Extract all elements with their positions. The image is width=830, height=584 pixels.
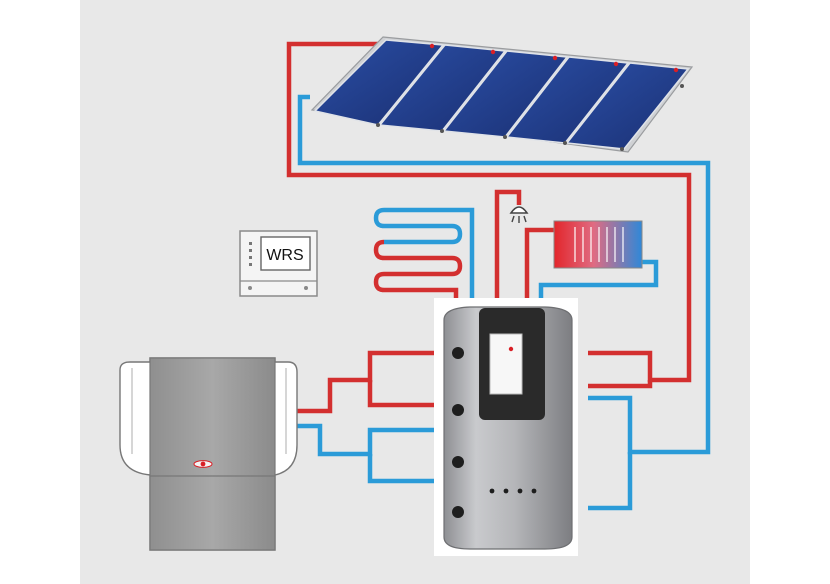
radiator-return-pipe <box>538 259 659 305</box>
radiator-fins <box>574 227 624 262</box>
radiator-flow-pipe <box>524 227 555 305</box>
radiator-icon <box>553 220 643 269</box>
radiator-body <box>553 220 643 269</box>
tank-brand-logo <box>508 346 514 352</box>
shower-icon <box>509 206 529 223</box>
storage-tank-icon <box>434 298 578 556</box>
tank-right-cold-link <box>588 452 633 511</box>
controller-indicator-lights <box>249 242 252 266</box>
solar-frame-feet <box>376 84 684 151</box>
controller-display <box>260 236 311 271</box>
boiler-return-pipe <box>297 423 437 457</box>
pipes <box>286 41 711 511</box>
solar-panel-badges <box>429 43 679 73</box>
boiler-front-panel <box>149 357 276 551</box>
tank-display <box>489 333 523 395</box>
controller-unit-icon: WRS <box>239 230 318 297</box>
tank-sensor-ports <box>489 488 537 494</box>
shower-head <box>509 206 529 214</box>
solar-collector-icon <box>310 36 694 153</box>
tank-connectors <box>452 347 464 518</box>
underfloor-coil-hot <box>373 239 463 305</box>
shower-pipe <box>494 189 522 305</box>
controller-label: WRS <box>266 247 303 264</box>
boiler-return-pipe-branch <box>367 454 437 484</box>
solar-hot-pipe <box>286 41 692 383</box>
solar-cold-pipe <box>297 94 711 455</box>
boiler-flow-pipe-branch <box>367 380 437 408</box>
tank-right-hot-link <box>588 380 653 389</box>
boiler-icon <box>119 357 298 551</box>
shower-spray <box>511 215 527 223</box>
boiler-flow-pipe <box>297 350 437 414</box>
boiler-brand-logo <box>193 460 213 468</box>
underfloor-coil-cold <box>373 207 475 305</box>
